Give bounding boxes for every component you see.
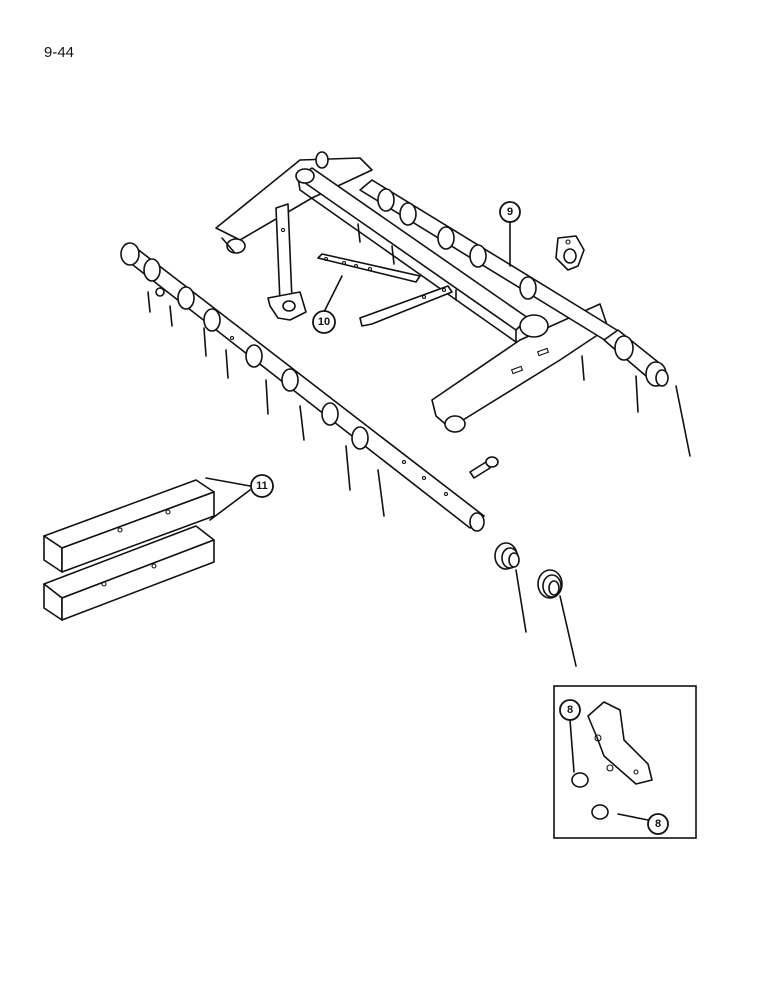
callout-11-label: 11 — [256, 480, 268, 492]
guard-plates — [43, 479, 215, 621]
callout-9-label: 9 — [507, 206, 513, 218]
bolt-part — [469, 456, 499, 479]
link-bars — [317, 253, 453, 327]
callout-8-lower-label: 8 — [655, 818, 661, 830]
front-coil-group — [120, 242, 369, 450]
leader-lines — [205, 221, 649, 821]
page-number: 9-44 — [44, 44, 75, 61]
callout-10: 10 — [312, 310, 336, 334]
clip-part — [555, 235, 585, 271]
callout-11: 11 — [250, 474, 274, 498]
frame-assembly — [215, 151, 691, 457]
spring-tines — [494, 542, 577, 667]
callout-8-upper-label: 8 — [567, 704, 573, 716]
support-arm — [267, 203, 307, 321]
rear-coil-group — [315, 151, 537, 300]
callout-9: 9 — [499, 201, 521, 223]
callout-8-lower: 8 — [647, 813, 669, 835]
callout-10-label: 10 — [318, 316, 330, 328]
callout-8-upper: 8 — [559, 699, 581, 721]
detail-inset — [553, 685, 697, 839]
front-tine-bar — [120, 242, 485, 532]
